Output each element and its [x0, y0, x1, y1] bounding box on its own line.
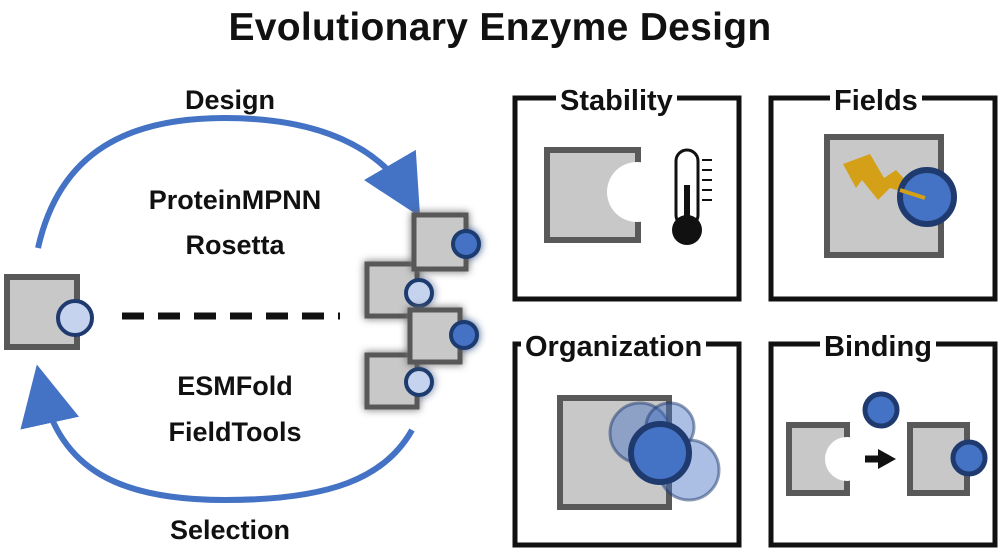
- selection-arrow: [20, 364, 415, 504]
- design-arrow: [35, 114, 421, 249]
- top-tool-1: ProteinMPNN: [148, 185, 322, 215]
- stability-panel: [512, 95, 742, 302]
- variant-enzymes: [364, 212, 481, 410]
- fields-panel: [768, 95, 998, 302]
- bottom-tool-2: FieldTools: [168, 417, 302, 447]
- selection-label: Selection: [169, 515, 291, 545]
- organization-panel: [512, 341, 742, 548]
- bottom-tool-1: ESMFold: [177, 371, 293, 401]
- fields-title: Fields: [830, 84, 922, 118]
- thermometer-icon: [672, 148, 712, 245]
- arrow-right-icon: [865, 449, 896, 469]
- starting-enzyme: [4, 274, 94, 350]
- binding-panel: [768, 341, 998, 548]
- top-tool-2: Rosetta: [185, 230, 285, 260]
- binding-title: Binding: [820, 330, 936, 364]
- organization-title: Organization: [521, 330, 707, 364]
- stability-title: Stability: [556, 84, 677, 118]
- design-label: Design: [184, 85, 276, 115]
- page-title: Evolutionary Enzyme Design: [228, 6, 772, 49]
